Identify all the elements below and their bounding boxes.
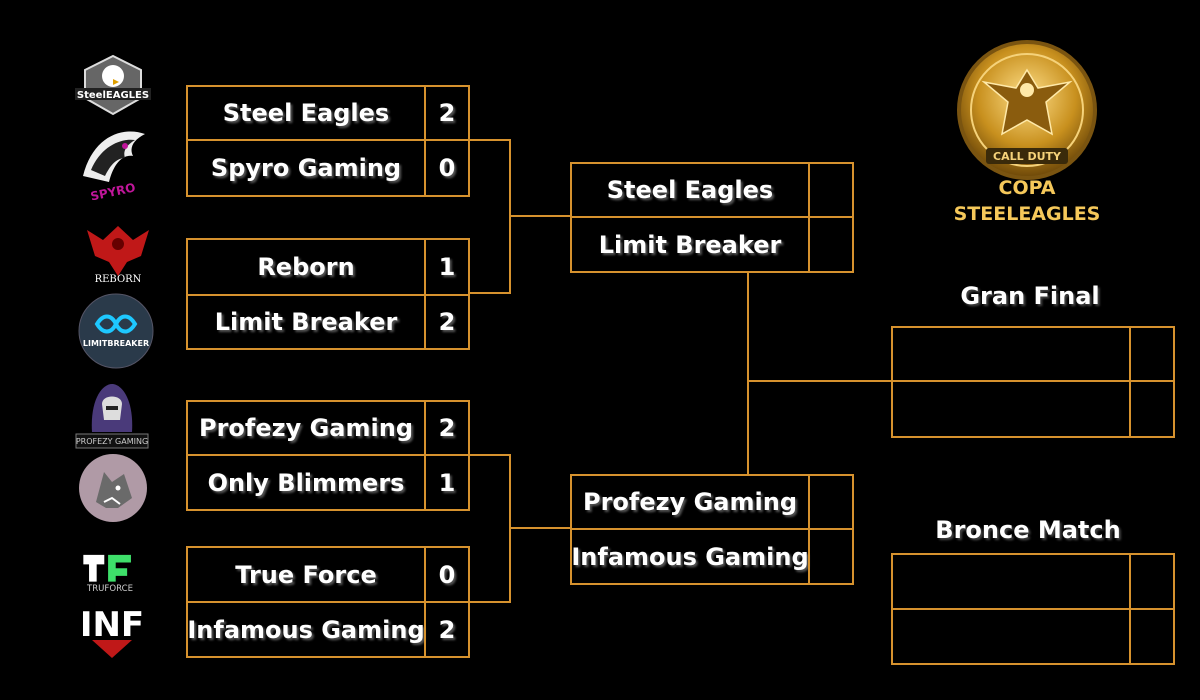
semi-team-score xyxy=(808,162,854,218)
bracket-connector xyxy=(509,215,572,217)
svg-text:SteelEAGLES: SteelEAGLES xyxy=(77,90,149,101)
svg-text:TRUFORCE: TRUFORCE xyxy=(86,584,133,594)
final-slot-name xyxy=(891,326,1131,382)
svg-text:SPYRO: SPYRO xyxy=(89,180,136,200)
r1-team-score: 1 xyxy=(424,238,470,296)
bracket-connector xyxy=(509,527,572,529)
semi-team-name: Limit Breaker xyxy=(570,216,810,273)
r1-team-name: Limit Breaker xyxy=(186,294,426,350)
r1-team-name: Steel Eagles xyxy=(186,85,426,141)
r1-team-score: 2 xyxy=(424,85,470,141)
r1-team-score: 0 xyxy=(424,139,470,197)
spyro-logo: SPYRO xyxy=(73,130,153,200)
svg-text:INF: INF xyxy=(80,605,144,645)
svg-text:COPA: COPA xyxy=(999,177,1056,199)
r1-team-score: 2 xyxy=(424,601,470,658)
infamous-logo: INF xyxy=(72,596,152,662)
svg-text:PROFEZY GAMING: PROFEZY GAMING xyxy=(76,437,148,446)
r1-team-name: Profezy Gaming xyxy=(186,400,426,456)
r1-team-name: Reborn xyxy=(186,238,426,296)
r1-team-score: 1 xyxy=(424,454,470,511)
svg-text:REBORN: REBORN xyxy=(95,274,142,285)
semi-team-name: Infamous Gaming xyxy=(570,528,810,585)
r1-team-score: 2 xyxy=(424,294,470,350)
r1-team-name: Spyro Gaming xyxy=(186,139,426,197)
limit-breaker-logo: LIMITBREAKER xyxy=(76,293,156,369)
svg-text:LIMITBREAKER: LIMITBREAKER xyxy=(83,339,149,348)
svg-text:STEELEAGLES: STEELEAGLES xyxy=(954,203,1101,225)
bracket-connector xyxy=(468,601,511,603)
r1-team-name: True Force xyxy=(186,546,426,603)
final-slot-name xyxy=(891,380,1131,438)
copa-badge: CALL DUTY COPA STEELEAGLES xyxy=(942,30,1112,230)
true-force-logo: TRUFORCE xyxy=(70,540,150,606)
r1-team-name: Infamous Gaming xyxy=(186,601,426,658)
bronce-slot-name xyxy=(891,608,1131,665)
semi-team-name: Steel Eagles xyxy=(570,162,810,218)
bracket-connector xyxy=(747,380,893,382)
profezy-logo: PROFEZY GAMING xyxy=(72,383,152,449)
bracket-connector xyxy=(468,454,511,456)
r1-team-score: 2 xyxy=(424,400,470,456)
final-slot-score xyxy=(1129,380,1175,438)
svg-text:CALL DUTY: CALL DUTY xyxy=(993,150,1062,163)
bronce-match-title: Bronce Match xyxy=(935,516,1121,544)
r1-team-score: 0 xyxy=(424,546,470,603)
bracket-connector xyxy=(468,139,511,141)
bracket-connector xyxy=(747,271,749,476)
gran-final-title: Gran Final xyxy=(960,282,1100,310)
bronce-slot-score xyxy=(1129,608,1175,665)
final-slot-score xyxy=(1129,326,1175,382)
semi-team-score xyxy=(808,474,854,530)
steel-eagles-logo: SteelEAGLES xyxy=(73,52,153,118)
bronce-slot-name xyxy=(891,553,1131,610)
bronce-slot-score xyxy=(1129,553,1175,610)
semi-team-name: Profezy Gaming xyxy=(570,474,810,530)
r1-team-name: Only Blimmers xyxy=(186,454,426,511)
only-blimmers-logo xyxy=(73,454,153,522)
semi-team-score xyxy=(808,528,854,585)
semi-team-score xyxy=(808,216,854,273)
bracket-connector xyxy=(468,292,511,294)
reborn-logo: REBORN xyxy=(78,220,158,286)
